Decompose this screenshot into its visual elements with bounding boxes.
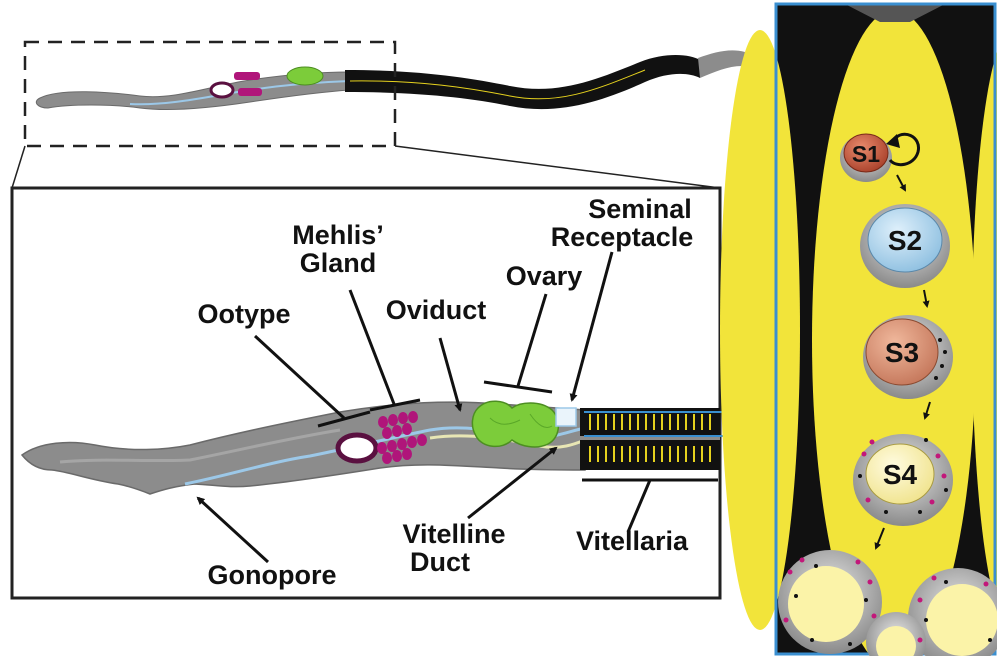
vitellaria-structure bbox=[580, 408, 720, 470]
overview-ovary-icon bbox=[287, 67, 323, 85]
zoom-connector-left bbox=[12, 146, 25, 188]
seminal-receptacle-structure bbox=[556, 408, 576, 426]
zoom-connector-right bbox=[395, 146, 720, 188]
overview-gland-icon bbox=[234, 72, 260, 80]
label-ootype: Ootype bbox=[197, 299, 290, 329]
ovary-structure bbox=[472, 401, 558, 447]
label-vitelline: Vitelline bbox=[402, 519, 505, 549]
label-seminal: Seminal bbox=[588, 194, 692, 224]
label-gonopore: Gonopore bbox=[208, 560, 337, 590]
label-duct: Duct bbox=[410, 547, 470, 577]
overview-worm bbox=[36, 50, 745, 109]
label-s2: S2 bbox=[888, 225, 922, 256]
label-vitellaria: Vitellaria bbox=[576, 526, 689, 556]
label-mehlis: Mehlis’ bbox=[292, 220, 384, 250]
label-oviduct: Oviduct bbox=[386, 295, 487, 325]
label-ovary: Ovary bbox=[506, 261, 583, 291]
ootype-structure bbox=[338, 435, 376, 461]
label-s1: S1 bbox=[852, 141, 880, 167]
label-s4: S4 bbox=[883, 459, 918, 490]
panel-left-lobe bbox=[720, 30, 800, 630]
label-receptacle: Receptacle bbox=[551, 222, 694, 252]
label-s3: S3 bbox=[885, 337, 919, 368]
overview-tail bbox=[698, 50, 745, 78]
overview-ootype-icon bbox=[211, 83, 233, 97]
overview-gland-icon bbox=[238, 88, 262, 96]
label-gland: Gland bbox=[300, 248, 377, 278]
